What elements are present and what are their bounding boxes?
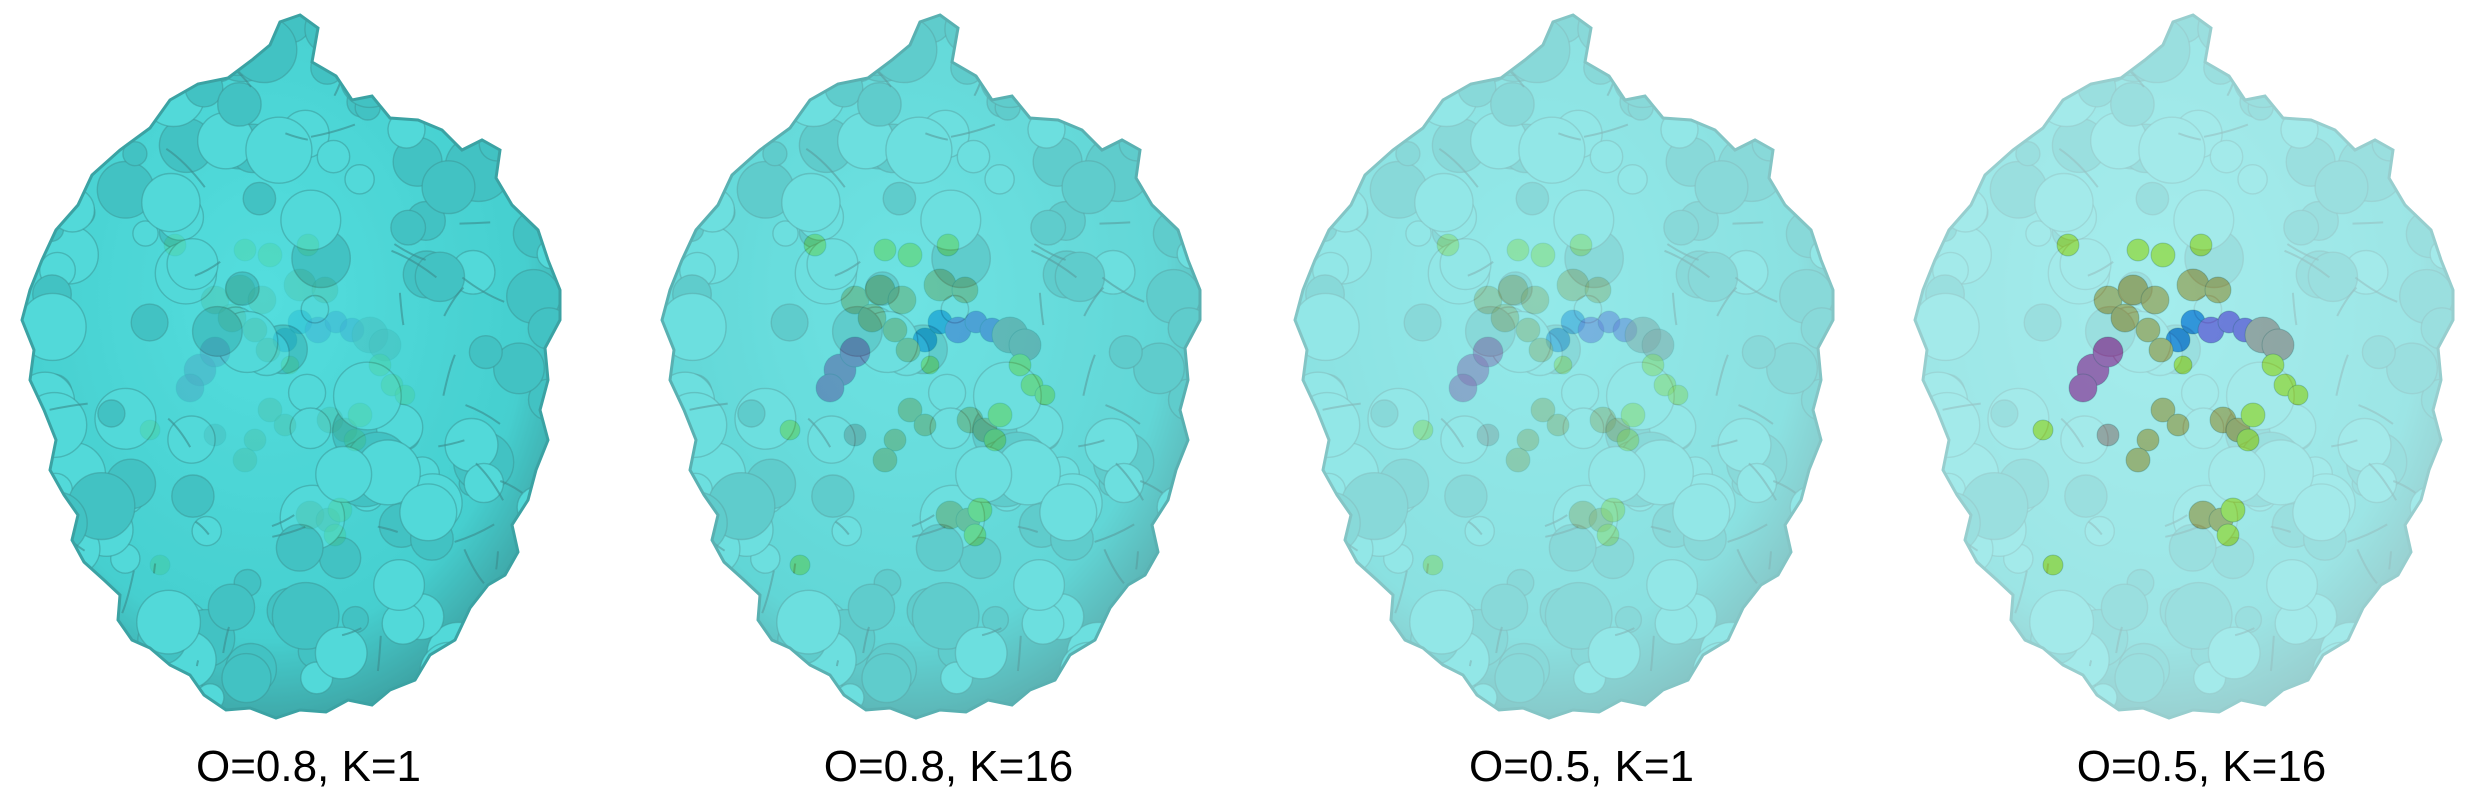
protein-surface-render — [1913, 13, 2455, 720]
panel-caption: O=0.5, K=1 — [1468, 742, 1695, 791]
protein-surface-render — [20, 13, 562, 720]
protein-surface-render — [1293, 13, 1835, 720]
panel-3: O=0.5, K=1 — [1273, 0, 1890, 806]
panel-caption: O=0.8, K=16 — [823, 742, 1074, 791]
panel-1: O=0.8, K=1 — [0, 0, 617, 806]
molecular-surface — [1913, 13, 2455, 720]
protein-surface-render — [660, 13, 1202, 720]
molecular-surface — [660, 13, 1202, 720]
molecular-surface — [20, 13, 562, 720]
panel-2: O=0.8, K=16 — [640, 0, 1257, 806]
molecular-surface — [1293, 13, 1835, 720]
panel-caption: O=0.8, K=1 — [195, 742, 422, 791]
panel-4: O=0.5, K=16 — [1893, 0, 2468, 806]
panel-caption: O=0.5, K=16 — [2076, 742, 2327, 791]
